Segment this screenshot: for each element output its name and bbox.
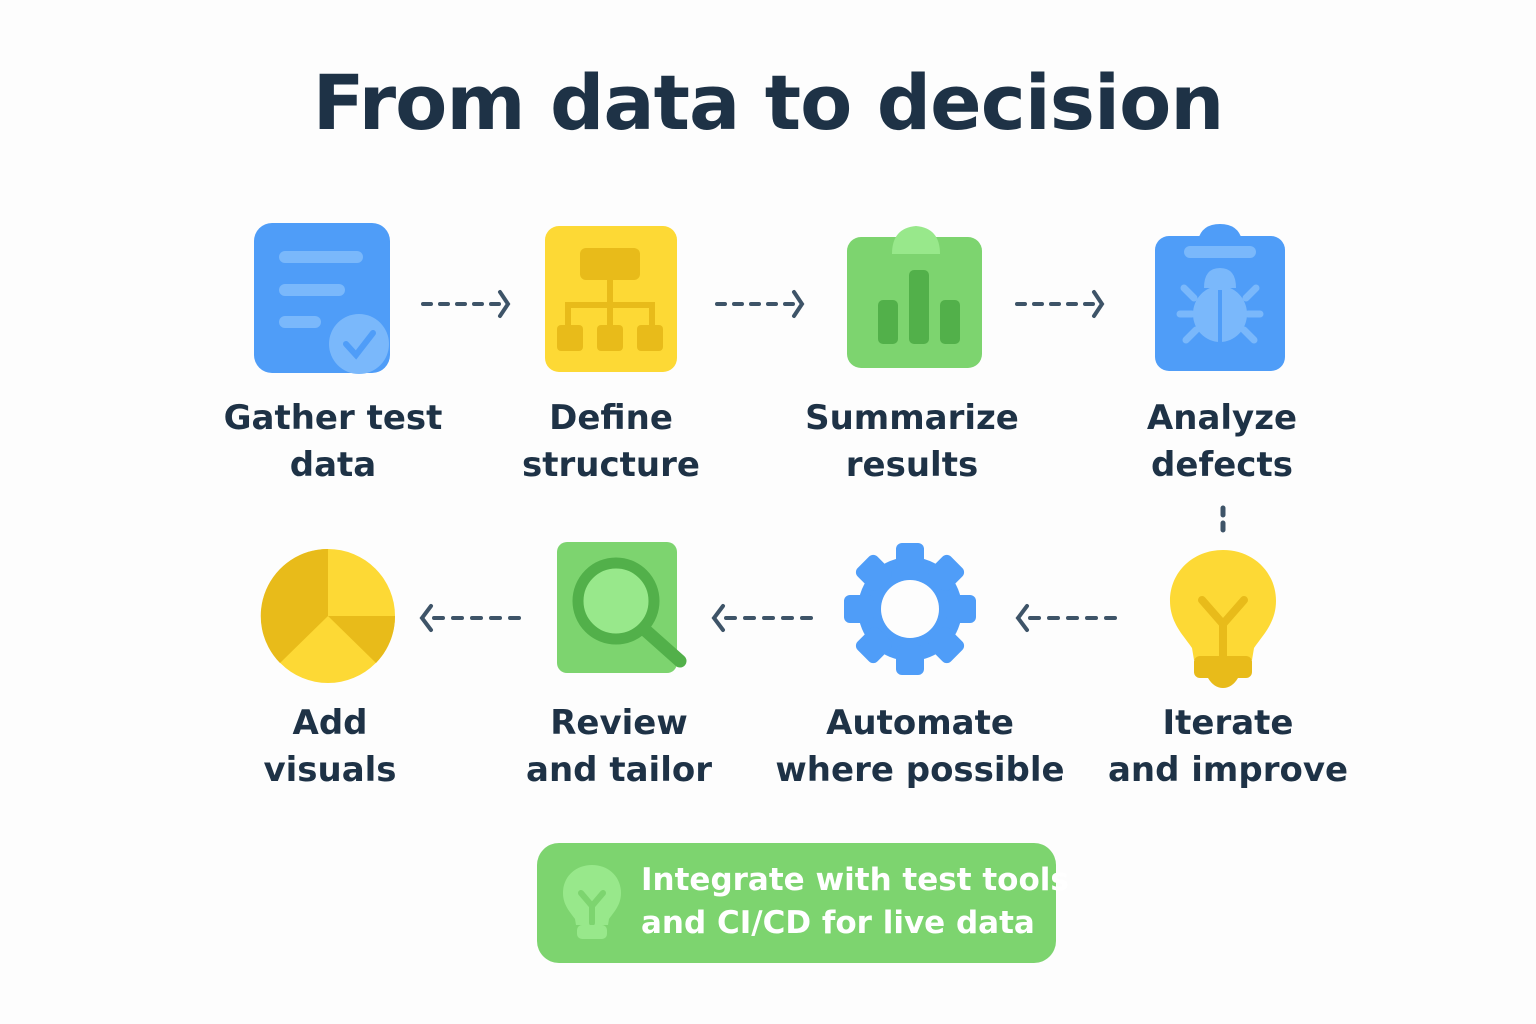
dashed-arrow-left-icon	[419, 604, 524, 632]
dashed-arrow-right-icon	[1015, 290, 1105, 318]
document-check-icon	[254, 223, 390, 374]
dashed-arrow-left-icon	[1015, 604, 1120, 632]
hierarchy-icon	[545, 226, 677, 372]
banner-text: Integrate with test tools and CI/CD for …	[641, 862, 1069, 941]
page-title: From data to decision	[312, 58, 1225, 147]
dashed-arrow-left-icon	[711, 604, 816, 632]
clipboard-bar-chart-icon	[847, 226, 982, 368]
lightbulb-icon	[1170, 550, 1276, 688]
lightbulb-icon	[563, 865, 621, 939]
integration-tip-banner: Integrate with test tools and CI/CD for …	[537, 843, 1069, 963]
magnifier-icon	[557, 542, 687, 673]
pie-chart-icon	[260, 548, 396, 683]
dashed-connector-down-icon	[1220, 505, 1226, 538]
gear-icon	[844, 543, 976, 675]
dashed-arrow-right-icon	[715, 290, 805, 318]
clipboard-bug-icon	[1155, 224, 1285, 371]
dashed-arrow-right-icon	[421, 290, 511, 318]
